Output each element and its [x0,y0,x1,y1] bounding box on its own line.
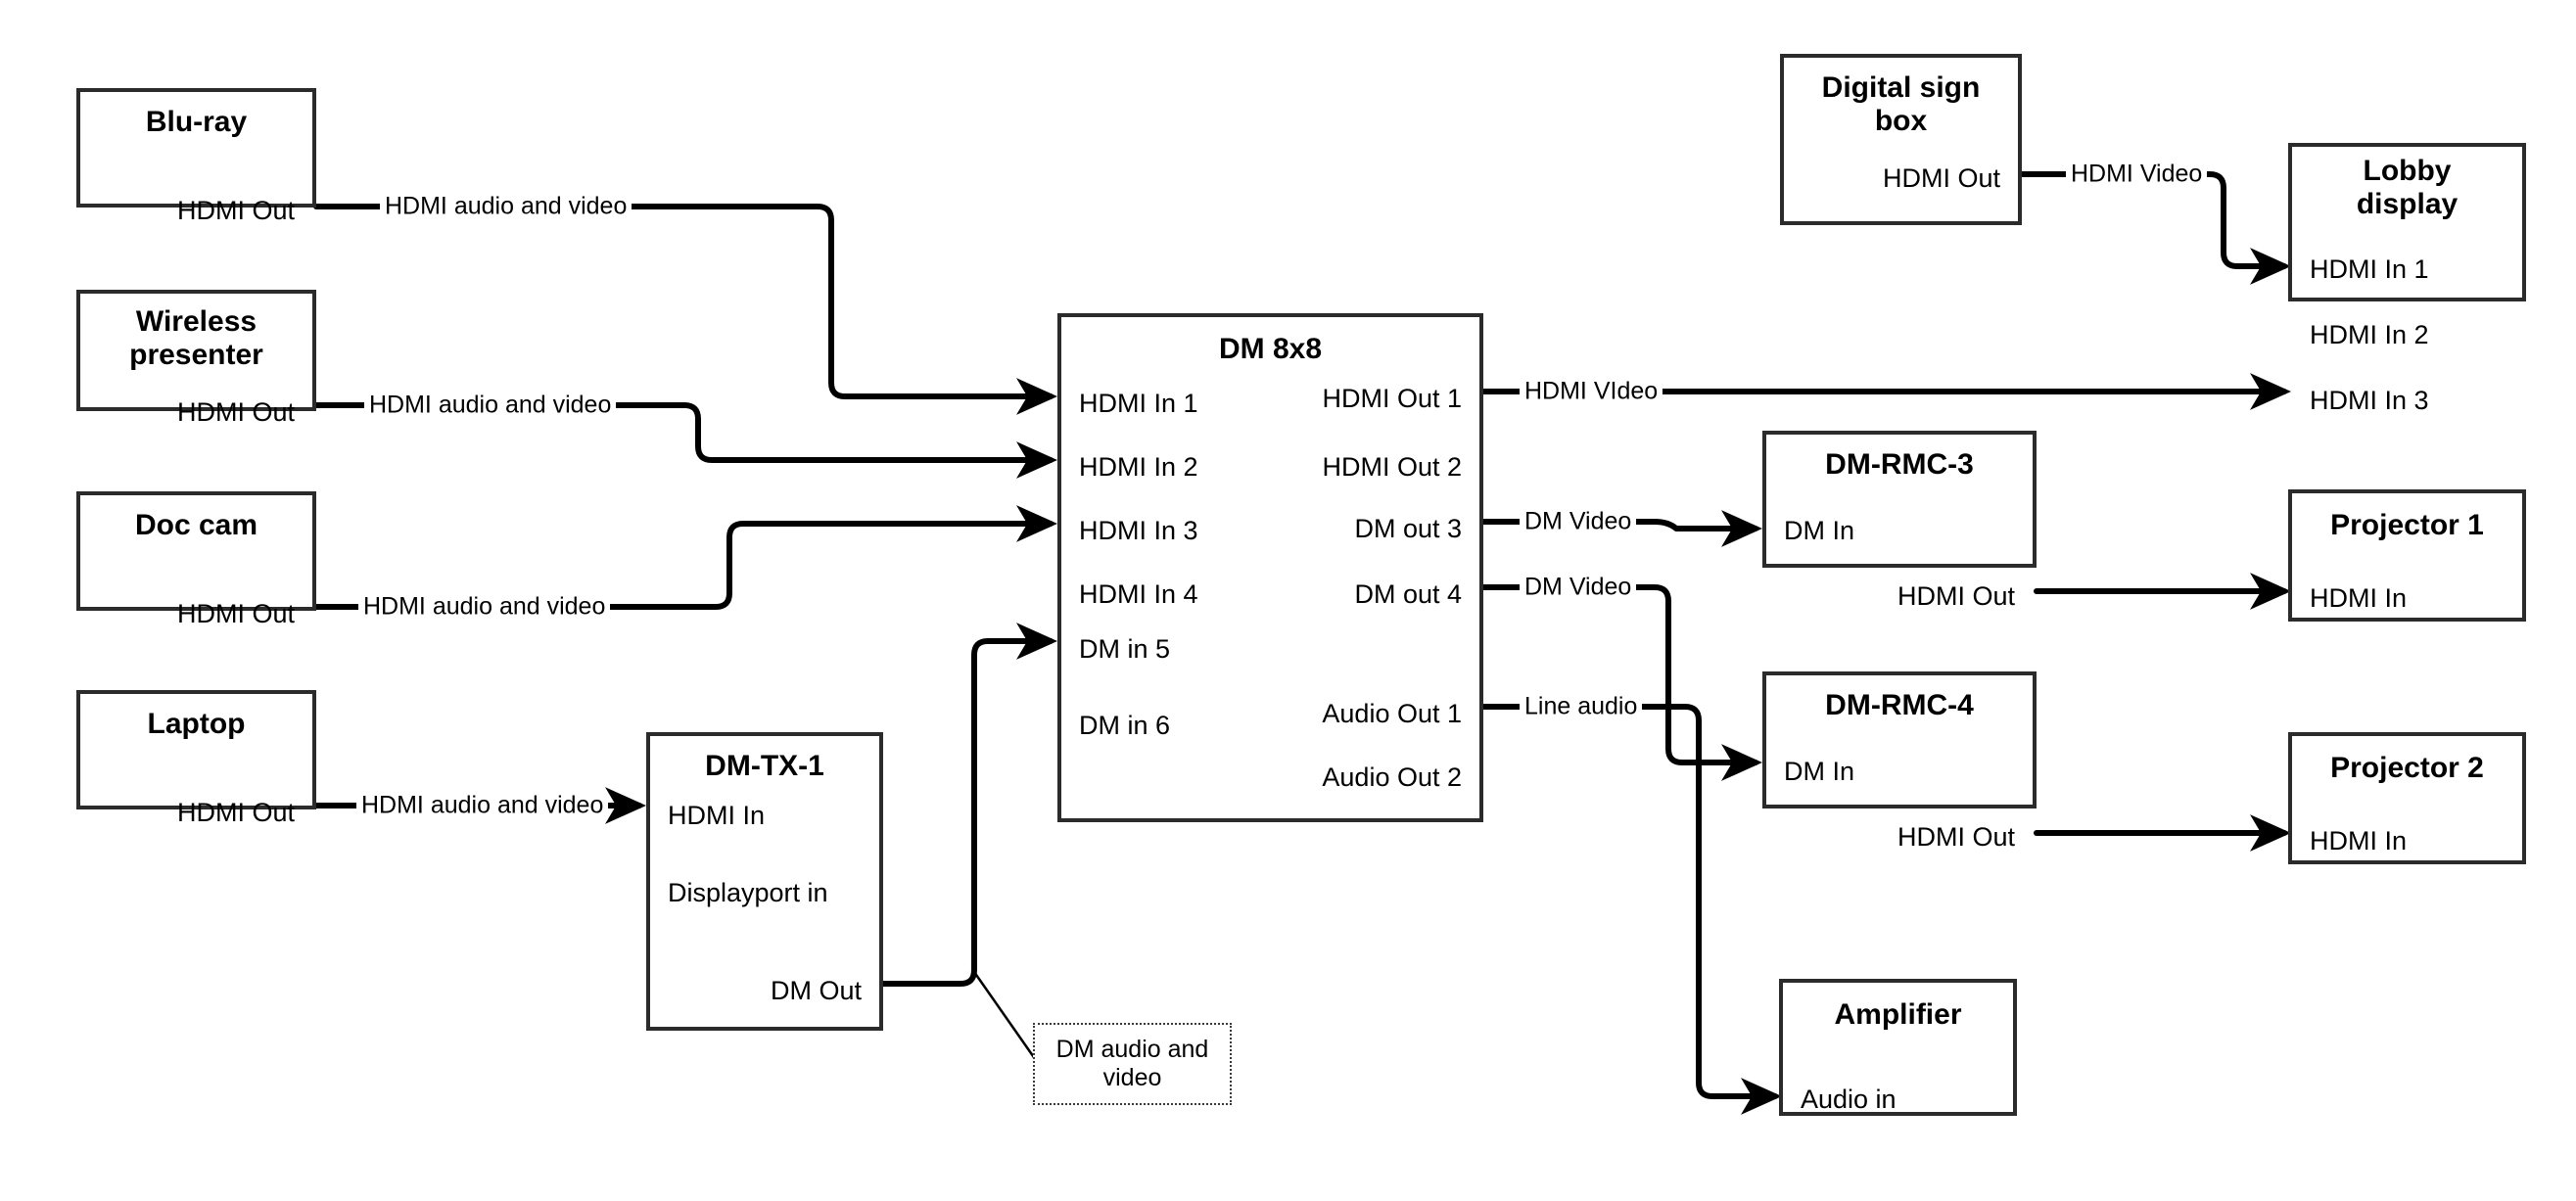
port-dm-in: DM In [1784,516,1855,545]
device-laptop[interactable]: Laptop HDMI Out [76,690,316,826]
port-dm-out-3: DM out 3 [1354,514,1462,543]
port-dm-in: DM In [1784,757,1855,786]
device-dm-8x8[interactable]: DM 8x8 HDMI In 1 HDMI In 2 HDMI In 3 HDM… [1057,313,1483,822]
device-digital-sign-box[interactable]: Digital sign box HDMI Out [1780,54,2022,225]
port-hdmi-in-4: HDMI In 4 [1079,579,1198,609]
port-hdmi-out: HDMI Out [1897,822,2015,852]
port-audio-out-1: Audio Out 1 [1322,699,1462,728]
device-amplifier[interactable]: Amplifier Audio in [1779,979,2017,1116]
device-title-line2: presenter [129,339,263,371]
port-hdmi-out: HDMI Out [1897,581,2015,611]
wire-label-audio-out-1: Line audio [1520,693,1643,720]
device-dm-tx-1[interactable]: DM-TX-1 HDMI In Displayport in DM Out [646,732,883,1031]
port-audio-in: Audio in [1801,1085,1897,1114]
callout-dm-audio-and-video: DM audio and video [1033,1023,1232,1105]
port-hdmi-in-3: HDMI In 3 [2310,386,2429,415]
port-hdmi-in: HDMI In [2310,583,2408,613]
device-title: Doc cam [134,509,258,541]
device-title: Amplifier [1834,998,1962,1031]
device-dm-rmc-4[interactable]: DM-RMC-4 DM In HDMI Out [1762,671,2037,851]
device-wireless-presenter[interactable]: Wireless presenter HDMI Out [76,290,316,426]
port-dm-out-4: DM out 4 [1354,579,1462,609]
port-hdmi-in-3: HDMI In 3 [1079,516,1198,545]
device-bluray[interactable]: Blu-ray HDMI Out [76,88,316,224]
wire-dm8x8-to-amplifier [1480,704,1782,1115]
wire-label-digital-sign: HDMI Video [2066,161,2208,188]
device-projector-2[interactable]: Projector 2 HDMI In [2288,732,2526,864]
port-hdmi-out: HDMI Out [176,798,295,827]
port-displayport-in: Displayport in [668,878,828,907]
device-title-line2: box [1874,105,1928,137]
wire-label-bluray: HDMI audio and video [380,193,632,220]
device-title-line1: Wireless [135,305,258,338]
port-hdmi-in: HDMI In [668,801,766,830]
callout-leader-line [972,971,1040,1064]
device-title-line2: display [2356,188,2459,220]
port-dm-in-6: DM in 6 [1079,711,1171,740]
device-title-line1: Lobby [2363,155,2452,187]
device-title: DM-RMC-3 [1825,448,1974,481]
port-hdmi-out-2: HDMI Out 2 [1322,452,1462,482]
wire-label-doccam: HDMI audio and video [358,593,611,621]
wire-digitalsign-to-lobby [2019,171,2291,285]
device-doc-cam[interactable]: Doc cam HDMI Out [76,491,316,627]
port-hdmi-in-2: HDMI In 2 [1079,452,1198,482]
wire-dmtx1-to-dm8x8 [880,623,1057,987]
port-hdmi-out: HDMI Out [176,599,295,628]
port-hdmi-out-1: HDMI Out 1 [1322,384,1462,413]
device-title: DM-TX-1 [705,750,824,782]
device-lobby-display[interactable]: Lobby display HDMI In 1 HDMI In 2 HDMI I… [2288,143,2526,414]
device-projector-1[interactable]: Projector 1 HDMI In [2288,489,2526,622]
wire-label-dm-out-3: DM Video [1520,508,1637,535]
port-hdmi-out: HDMI Out [176,397,295,427]
port-hdmi-in-2: HDMI In 2 [2310,320,2429,349]
wire-label-wireless: HDMI audio and video [364,392,617,419]
wire-bluray-to-dm8x8 [313,204,1057,415]
port-hdmi-in: HDMI In [2310,826,2408,855]
device-title-line1: Digital sign [1821,71,1981,104]
port-hdmi-in-1: HDMI In 1 [2310,254,2429,284]
device-title: Laptop [147,708,246,740]
device-title: Projector 1 [2330,509,2484,541]
port-audio-out-2: Audio Out 2 [1322,762,1462,792]
callout-text: DM audio and video [1056,1036,1209,1093]
device-title: DM 8x8 [1218,333,1323,365]
wire-label-hdmi-out-1: HDMI VIdeo [1520,378,1663,405]
callout-line1: DM audio and [1055,1035,1209,1063]
callout-line2: video [1102,1064,1162,1091]
port-hdmi-out: HDMI Out [176,196,295,225]
device-dm-rmc-3[interactable]: DM-RMC-3 DM In HDMI Out [1762,431,2037,610]
wire-dm8x8-to-dmrmc4 [1480,584,1762,781]
port-dm-out: DM Out [770,976,862,1005]
wire-label-dm-out-4: DM Video [1520,574,1637,601]
wire-label-laptop: HDMI audio and video [356,792,609,819]
device-title: Projector 2 [2330,752,2484,784]
port-hdmi-out: HDMI Out [1882,163,2000,193]
device-title: DM-RMC-4 [1825,689,1974,721]
port-hdmi-in-1: HDMI In 1 [1079,389,1198,418]
device-title: Blu-ray [145,106,248,138]
port-dm-in-5: DM in 5 [1079,634,1171,664]
